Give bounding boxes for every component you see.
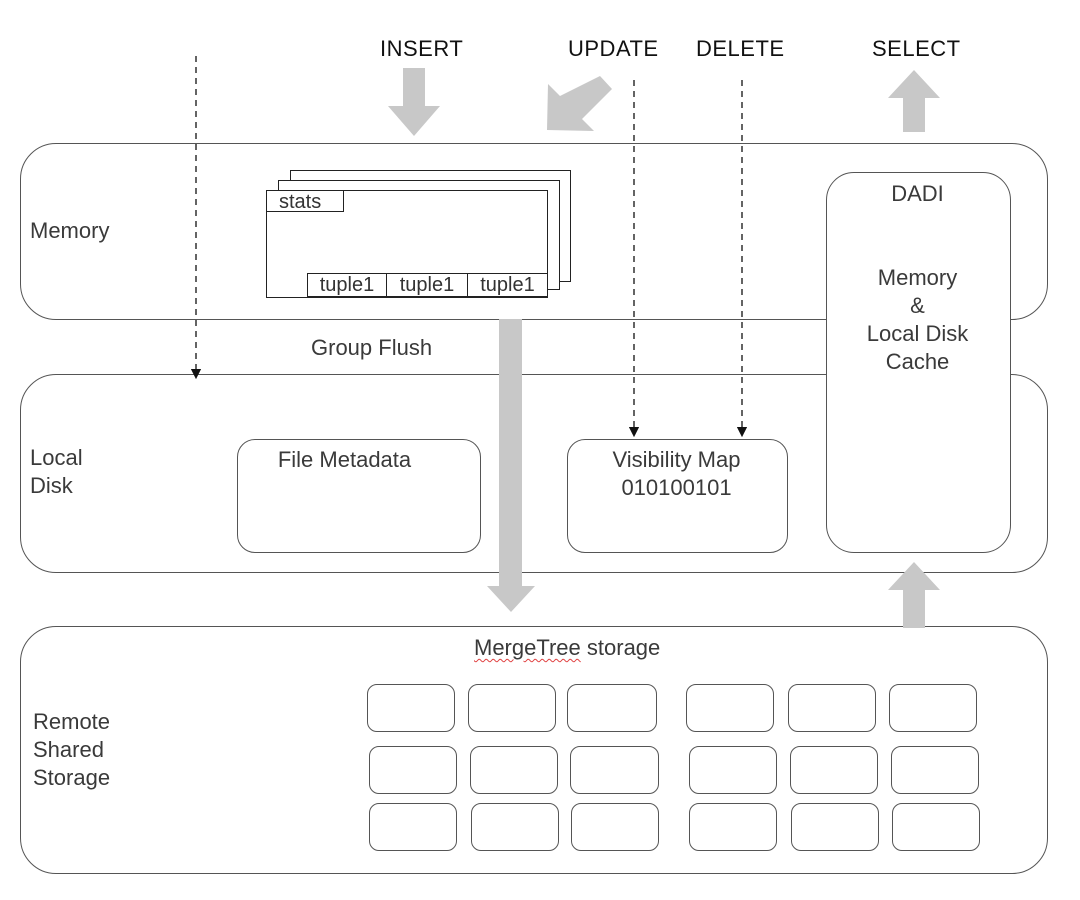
stats-cell: stats [266, 190, 344, 213]
remote-storage-label: Remote Shared Storage [33, 708, 110, 792]
storage-word: storage [580, 635, 661, 660]
stats-label: stats [279, 191, 322, 213]
storage-block [369, 803, 457, 851]
storage-block [470, 746, 558, 794]
dadi-box [826, 172, 1011, 553]
storage-block [891, 746, 979, 794]
storage-block [471, 803, 559, 851]
storage-block [889, 684, 977, 732]
group-flush-label: Group Flush [311, 335, 433, 360]
local-disk-label-line2: Disk [30, 473, 73, 498]
visibility-map-box [567, 439, 788, 553]
remote-storage-label-line1: Remote [33, 709, 111, 734]
update-arrow-icon [547, 76, 612, 131]
mergetree-word: MergeTree [474, 635, 581, 660]
tuple-cell: tuple1 [307, 273, 387, 297]
insert-label: INSERT [380, 36, 464, 61]
storage-block [468, 684, 556, 732]
dadi-line1: Memory [877, 265, 958, 290]
tuple-cell: tuple1 [467, 273, 548, 297]
group-flush-arrow-icon [487, 319, 535, 612]
visibility-map-label: Visibility Map 010100101 [567, 446, 786, 502]
storage-block [571, 803, 659, 851]
select-label: SELECT [872, 36, 961, 61]
file-metadata-label: File Metadata [277, 447, 412, 472]
insert-arrow-icon [388, 68, 440, 136]
cache-fill-arrow-icon [888, 562, 940, 628]
storage-block [892, 803, 980, 851]
local-disk-label-line1: Local [30, 445, 83, 470]
remote-storage-label-line2: Shared [33, 737, 104, 762]
storage-block [369, 746, 457, 794]
storage-block [570, 746, 659, 794]
file-metadata-box [237, 439, 481, 553]
storage-block [790, 746, 878, 794]
storage-block [788, 684, 876, 732]
dadi-line4: Cache [885, 349, 950, 374]
dadi-description: Memory & Local Disk Cache [826, 264, 1009, 376]
storage-block [567, 684, 657, 732]
dadi-line2: & [910, 293, 925, 318]
storage-block [689, 803, 777, 851]
storage-block [689, 746, 777, 794]
dadi-line3: Local Disk [866, 321, 969, 346]
storage-block [686, 684, 774, 732]
local-disk-label: Local Disk [30, 444, 83, 500]
storage-block [791, 803, 879, 851]
visibility-map-title: Visibility Map [612, 447, 741, 472]
update-label: UPDATE [568, 36, 659, 61]
remote-storage-label-line3: Storage [33, 765, 111, 790]
memory-layer-label: Memory [30, 218, 110, 243]
visibility-map-bits: 010100101 [621, 475, 732, 500]
select-arrow-icon [888, 70, 940, 132]
delete-label: DELETE [696, 36, 785, 61]
mergetree-storage-title: MergeTree storage [474, 634, 660, 662]
tuple-cell: tuple1 [386, 273, 468, 297]
dadi-title: DADI [891, 181, 944, 206]
storage-block [367, 684, 455, 732]
